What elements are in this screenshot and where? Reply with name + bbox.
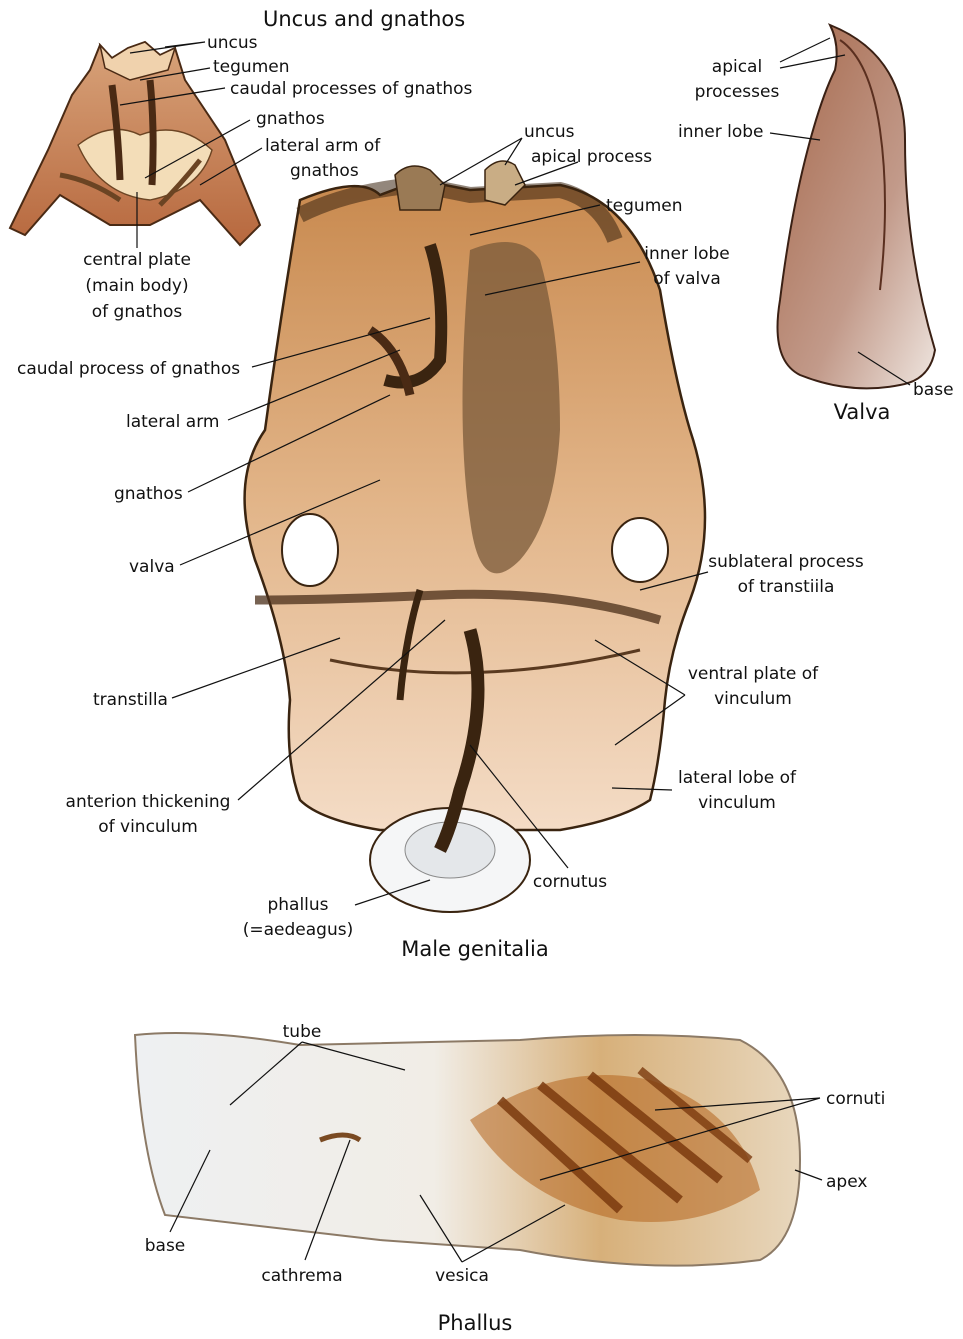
label-apex: apex bbox=[826, 1172, 867, 1192]
label-ventral-plate-b: vinculum bbox=[714, 689, 792, 709]
label-gnathos-2: gnathos bbox=[114, 484, 183, 504]
label-inner-lobe-valva-b: of valva bbox=[653, 269, 720, 289]
panel-title-uncus-gnathos: Uncus and gnathos bbox=[263, 7, 465, 31]
label-cornuti: cornuti bbox=[826, 1089, 885, 1109]
label-anterion-b: of vinculum bbox=[98, 817, 198, 837]
label-apical-a: apical bbox=[712, 57, 762, 77]
label-central-plate-c: of gnathos bbox=[92, 302, 183, 322]
label-tube: tube bbox=[283, 1022, 322, 1042]
label-sublateral-b: of transtiila bbox=[738, 577, 835, 597]
label-anterion-a: anterion thickening bbox=[66, 792, 231, 812]
panel-title-male-genitalia: Male genitalia bbox=[401, 937, 548, 961]
label-cornutus: cornutus bbox=[533, 872, 607, 892]
label-ventral-plate-a: ventral plate of bbox=[688, 664, 819, 684]
label-gnathos-1: gnathos bbox=[256, 109, 325, 129]
label-valva-base: base bbox=[913, 380, 954, 400]
label-caudal-processes: caudal processes of gnathos bbox=[230, 79, 473, 99]
label-apical-b: processes bbox=[695, 82, 780, 102]
label-transtilla: transtilla bbox=[93, 690, 168, 710]
panel-title-valva: Valva bbox=[834, 400, 891, 424]
label-phallus-b: (=aedeagus) bbox=[243, 920, 353, 940]
label-lateral-arm-2: lateral arm bbox=[126, 412, 219, 432]
label-tegumen-1: tegumen bbox=[213, 57, 289, 77]
label-inner-lobe: inner lobe bbox=[678, 122, 764, 142]
label-lateral-arm-b: gnathos bbox=[290, 161, 359, 181]
label-uncus-1: uncus bbox=[207, 33, 258, 53]
label-inner-lobe-valva-a: inner lobe bbox=[644, 244, 730, 264]
label-central-plate-b: (main body) bbox=[85, 276, 188, 296]
label-caudal-process: caudal process of gnathos bbox=[17, 359, 240, 379]
label-lateral-arm-a: lateral arm of bbox=[265, 136, 381, 156]
label-valva: valva bbox=[129, 557, 175, 577]
label-lateral-lobe-a: lateral lobe of bbox=[678, 768, 797, 788]
panel-title-phallus: Phallus bbox=[438, 1311, 513, 1335]
label-tegumen-2: tegumen bbox=[606, 196, 682, 216]
label-central-plate-a: central plate bbox=[83, 250, 191, 270]
male-genitalia-illustration bbox=[245, 161, 705, 912]
label-sublateral-a: sublateral process bbox=[708, 552, 864, 572]
label-vesica: vesica bbox=[435, 1266, 489, 1286]
valva-illustration bbox=[778, 25, 936, 388]
label-phallus-a: phallus bbox=[267, 895, 328, 915]
label-lateral-lobe-b: vinculum bbox=[698, 793, 776, 813]
label-phallus-base: base bbox=[145, 1236, 186, 1256]
label-apical-process: apical process bbox=[531, 147, 652, 167]
label-cathrema: cathrema bbox=[261, 1266, 342, 1286]
phallus-illustration bbox=[135, 1033, 800, 1266]
label-uncus-2: uncus bbox=[524, 122, 575, 142]
